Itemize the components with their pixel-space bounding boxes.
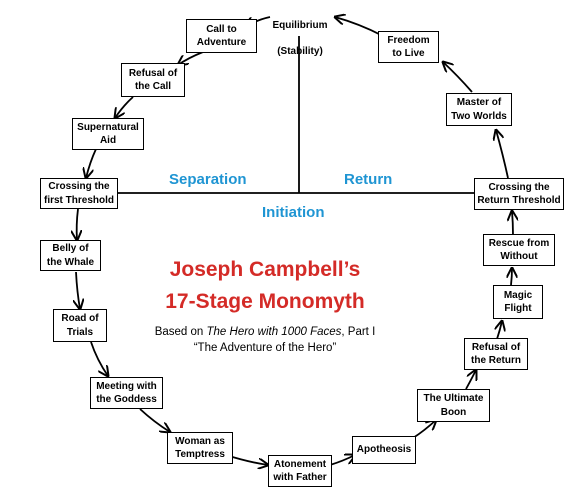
arc-arrow — [465, 370, 476, 390]
section-initiation: Initiation — [262, 204, 325, 221]
section-separation: Separation — [169, 171, 247, 188]
stage-refusal-of-the-call: Refusal of the Call — [121, 63, 185, 97]
stage-supernatural-aid: Supernatural Aid — [72, 118, 144, 150]
arc-arrow — [512, 211, 513, 236]
stage-woman-as-temptress: Woman as Temptress — [167, 432, 233, 464]
stage-apotheosis: Apotheosis — [352, 436, 416, 464]
subtitle: Based on The Hero with 1000 Faces, Part … — [120, 325, 410, 356]
stage-road-of-trials: Road of Trials — [53, 309, 107, 342]
arc-arrow — [511, 268, 512, 286]
arc-arrow — [497, 321, 502, 340]
stage-crossing-first-threshold: Crossing the first Threshold — [40, 178, 118, 209]
arc-arrow — [86, 148, 97, 178]
arc-arrow — [77, 208, 78, 240]
arc-arrow — [115, 96, 134, 118]
arc-arrow — [496, 130, 509, 179]
arc-arrow — [90, 341, 108, 376]
stage-rescue-from-without: Rescue from Without — [483, 234, 555, 266]
stage-meeting-with-goddess: Meeting with the Goddess — [90, 377, 163, 409]
equilibrium-line2: (Stability) — [277, 46, 323, 57]
equilibrium-line1: Equilibrium — [272, 20, 328, 31]
equilibrium-label: Equilibrium (Stability) — [262, 6, 338, 58]
subtitle-book: The Hero with 1000 Faces — [206, 326, 342, 338]
arc-arrow — [335, 17, 384, 37]
arc-arrow — [412, 420, 436, 439]
stage-belly-of-the-whale: Belly of the Whale — [40, 240, 101, 271]
subtitle-line2: “The Adventure of the Hero” — [193, 341, 337, 354]
arc-arrow — [76, 271, 80, 309]
stage-atonement-with-father: Atonement with Father — [268, 455, 332, 487]
subtitle-part: , Part I — [341, 326, 376, 338]
stage-refusal-of-return: Refusal of the Return — [464, 338, 528, 370]
arc-arrow — [443, 62, 473, 93]
arc-arrow — [139, 408, 170, 432]
title-line2: 17-Stage Monomyth — [165, 290, 365, 313]
stage-freedom-to-live: Freedom to Live — [378, 31, 439, 63]
stage-magic-flight: Magic Flight — [493, 285, 543, 319]
section-return: Return — [344, 171, 393, 188]
subtitle-based-on: Based on — [154, 326, 207, 338]
stage-call-to-adventure: Call to Adventure — [186, 19, 257, 53]
stage-crossing-return-threshold: Crossing the Return Threshold — [474, 178, 564, 210]
stage-master-of-two-worlds: Master of Two Worlds — [446, 93, 512, 126]
title-line1: Joseph Campbell’s — [169, 258, 361, 281]
stage-ultimate-boon: The Ultimate Boon — [417, 389, 490, 422]
